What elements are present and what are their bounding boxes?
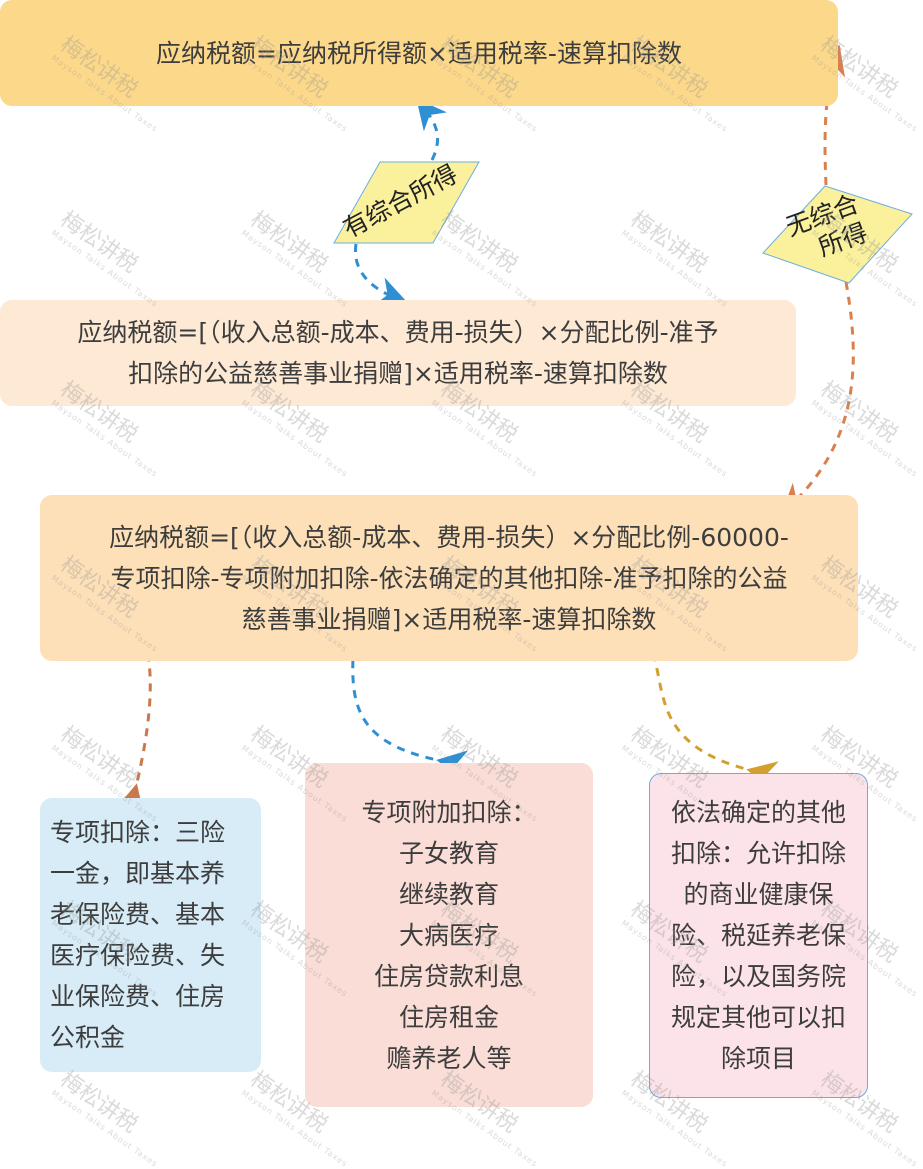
formula-without-line: 专项扣除-专项附加扣除-依法确定的其他扣除-准予扣除的公益 (110, 563, 788, 593)
formula-without-line: 慈善事业捐赠]×适用税率-速算扣除数 (241, 604, 657, 634)
formula-general-text: 应纳税额=应纳税所得额×适用税率-速算扣除数 (156, 38, 682, 68)
special-deduction-line: 老保险费、基本 (50, 900, 226, 929)
formula-general: 应纳税额=应纳税所得额×适用税率-速算扣除数 (0, 0, 838, 106)
other-deduction-line: 险，以及国务院 (670, 962, 846, 991)
special-deduction-line: 医疗保险费、失 (50, 941, 226, 970)
other-deduction-line: 规定其他可以扣 (670, 1003, 846, 1032)
link-without-to-main (781, 281, 855, 515)
link-with-to-mid (353, 243, 408, 306)
link-with-to-top (416, 98, 448, 161)
decision-without-shape (762, 185, 913, 284)
formula-with-comprehensive: 应纳税额=[（收入总额-成本、费用-损失）×分配比例-准予 扣除的公益慈善事业捐… (0, 300, 796, 406)
additional-deduction-item: 继续教育 (398, 879, 499, 909)
other-deduction-line: 险、税延养老保 (670, 921, 846, 950)
special-deduction-line: 公积金 (50, 1023, 126, 1052)
additional-deduction-item: 赡养老人等 (386, 1043, 512, 1073)
other-deduction-line: 依法确定的其他 (670, 798, 846, 827)
link-without-to-top (816, 44, 846, 186)
other-deduction-box: 依法确定的其他 扣除：允许扣除 的商业健康保 险、税延养老保 险，以及国务院 规… (649, 773, 868, 1098)
additional-deduction-title: 专项附加扣除： (361, 797, 537, 827)
formula-without-line: 应纳税额=[（收入总额-成本、费用-损失）×分配比例-60000- (109, 522, 789, 552)
additional-deduction-item: 大病医疗 (398, 920, 499, 950)
additional-deduction-item: 住房租金 (398, 1002, 499, 1032)
other-deduction-line: 扣除：允许扣除 (670, 839, 846, 868)
special-deduction-line: 一金，即基本养 (50, 859, 226, 888)
additional-deduction-item: 住房贷款利息 (373, 961, 524, 991)
special-deduction-box: 专项扣除：三险 一金，即基本养 老保险费、基本 医疗保险费、失 业保险费、住房 … (40, 798, 261, 1072)
formula-with-line: 应纳税额=[（收入总额-成本、费用-损失）×分配比例-准予 (77, 318, 719, 347)
other-deduction-line: 除项目 (720, 1044, 796, 1073)
additional-deduction-item: 子女教育 (398, 838, 499, 868)
decision-with-shape (333, 161, 480, 244)
other-deduction-line: 的商业健康保 (683, 880, 834, 909)
formula-without-comprehensive: 应纳税额=[（收入总额-成本、费用-损失）×分配比例-60000- 专项扣除-专… (40, 495, 858, 661)
special-deduction-line: 业保险费、住房 (50, 982, 226, 1011)
additional-deduction-box: 专项附加扣除： 子女教育 继续教育 大病医疗 住房贷款利息 住房租金 赡养老人等 (305, 763, 593, 1107)
special-deduction-line: 专项扣除：三险 (50, 818, 226, 847)
formula-with-line: 扣除的公益慈善事业捐赠]×适用税率-速算扣除数 (128, 359, 668, 388)
